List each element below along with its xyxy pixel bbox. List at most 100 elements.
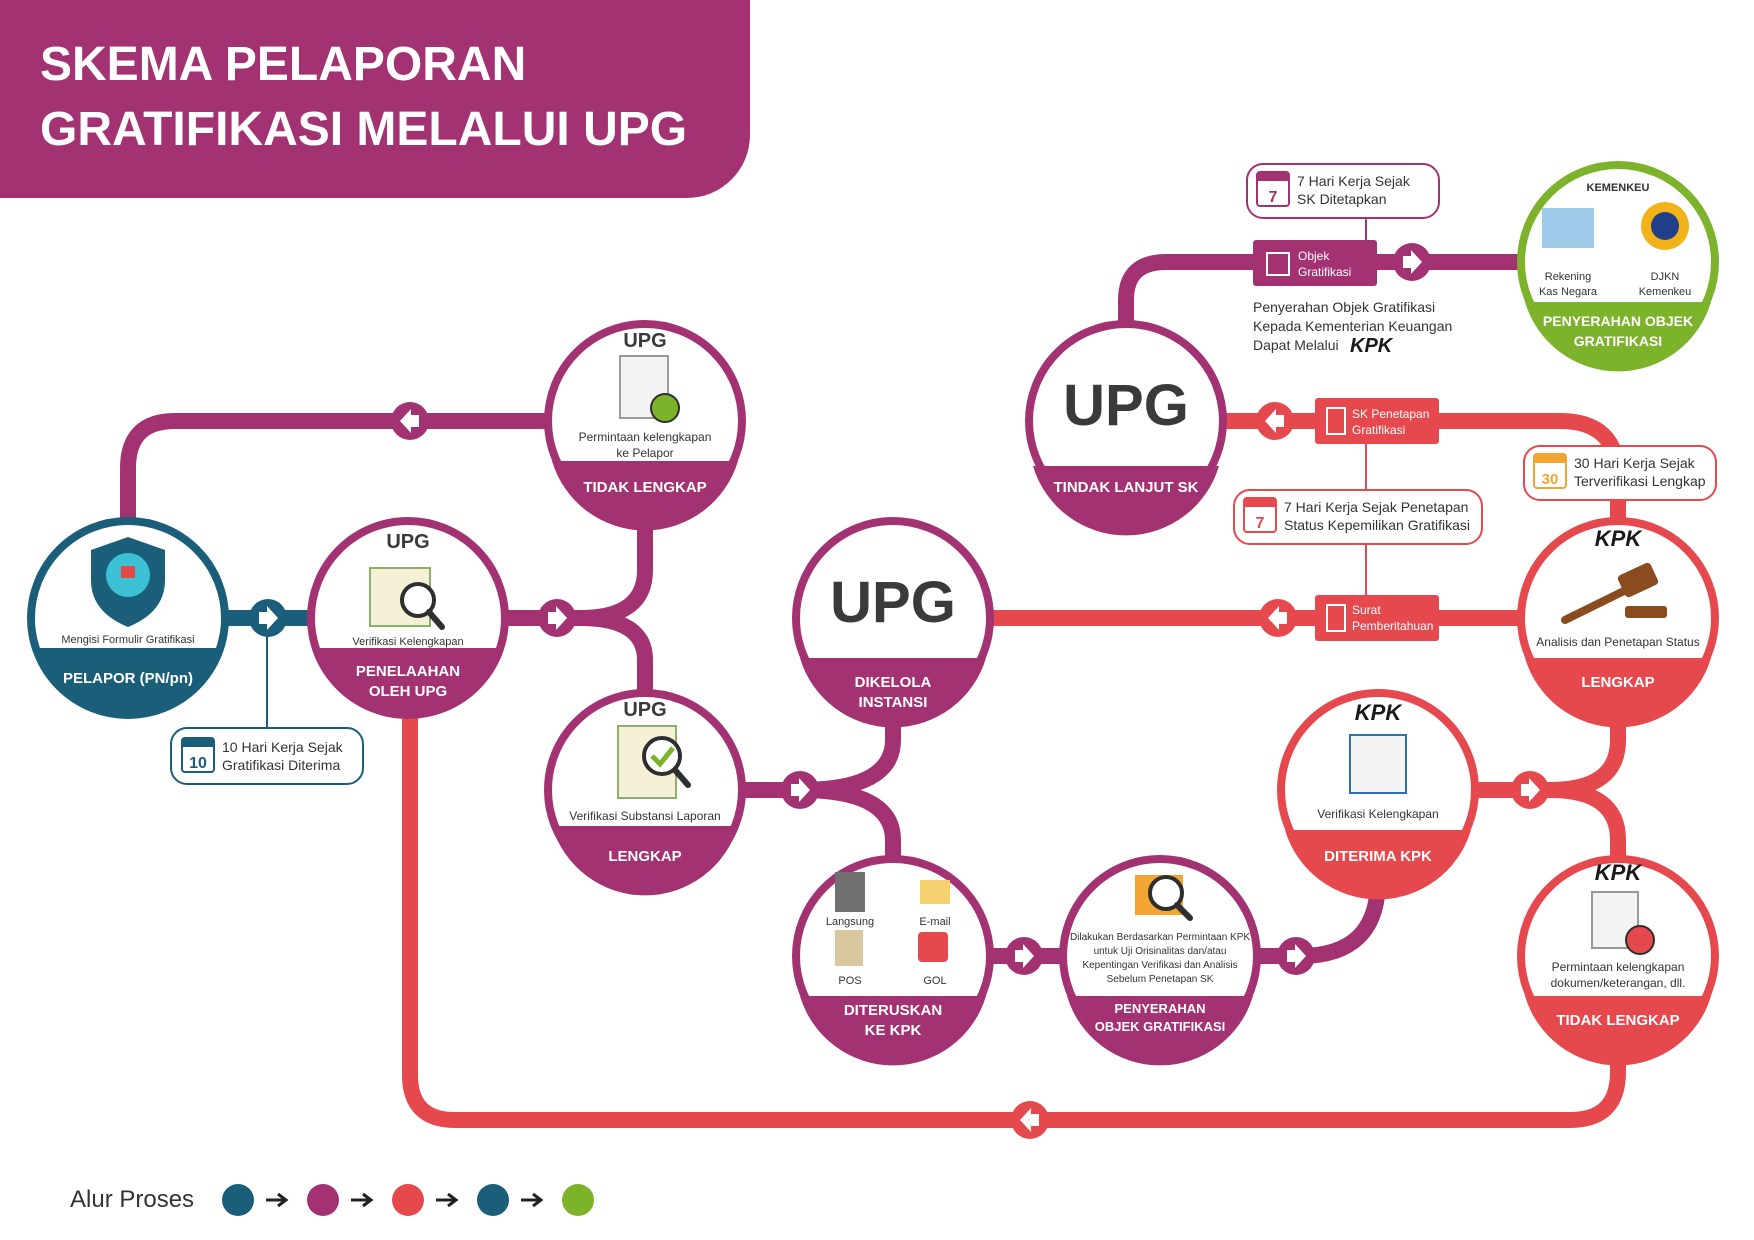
legend-dot-teal	[222, 1184, 254, 1216]
kpk-logo: KPK	[1350, 335, 1394, 357]
calendar-number: 10	[189, 755, 207, 772]
kemenkeu-left-label2: Kas Negara	[1539, 286, 1598, 298]
arrow-right-icon	[548, 606, 567, 630]
node-tindak-lanjut: UPG TINDAK LANJUT SK	[1025, 320, 1227, 536]
calendar-number: 7	[1269, 189, 1278, 206]
header-title-line2: GRATIFIKASI MELALUI UPG	[40, 103, 687, 156]
callout-thirty-line1: 30 Hari Kerja Sejak	[1574, 455, 1696, 471]
arrow-left-icon	[1268, 606, 1287, 630]
gol-app-icon	[918, 932, 948, 962]
document-scan-icon	[1349, 734, 1407, 794]
building-icon	[835, 872, 865, 912]
node-diterima-kpk: KPK Verifikasi Kelengkapan DITERIMA KPK	[1277, 689, 1479, 900]
node-tidak-lengkap-kpk: KPK Permintaan kelengkapan dokumen/keter…	[1517, 855, 1719, 1066]
node-tindak-lanjut-title: TINDAK LANJUT SK	[1054, 479, 1199, 496]
note-line2: Kepada Kementerian Keuangan	[1253, 318, 1452, 334]
email-icon	[920, 880, 950, 904]
legend-arrow-icon	[351, 1192, 374, 1208]
node-lengkap-kpk-title: LENGKAP	[1581, 674, 1654, 691]
node-pelapor-desc: Mengisi Formulir Gratifikasi	[61, 634, 194, 646]
legend-dot-purple	[307, 1184, 339, 1216]
upg-logo: UPG	[623, 330, 666, 352]
callout-ten-line2: Gratifikasi Diterima	[222, 757, 340, 773]
gift-icon	[1266, 252, 1290, 276]
tag-surat-line2: Pemberitahuan	[1352, 619, 1433, 633]
callout-ten-days: 10 10 Hari Kerja Sejak Gratifikasi Diter…	[170, 727, 364, 785]
callout-seven-status-line1: 7 Hari Kerja Sejak Penetapan	[1284, 499, 1468, 515]
node-dikelola-title1: DIKELOLA	[855, 674, 932, 691]
callout-seven-sk: 7 7 Hari Kerja Sejak SK Ditetapkan	[1246, 163, 1440, 219]
node-penyerahan-title1: PENYERAHAN	[1114, 1001, 1205, 1016]
node-tidak-upg-title: TIDAK LENGKAP	[583, 479, 706, 496]
channel-email: E-mail	[919, 916, 950, 928]
channel-pos: POS	[838, 975, 861, 987]
node-penelaahan-title1: PENELAAHAN	[356, 663, 460, 680]
channel-gol: GOL	[923, 975, 946, 987]
node-diterima-desc: Verifikasi Kelengkapan	[1317, 807, 1438, 821]
connector-tindak-lanjut-kemenkeu	[1118, 254, 1543, 328]
callout-seven-status-line2: Status Kepemilikan Gratifikasi	[1284, 517, 1470, 533]
arrow-right-icon	[1287, 944, 1306, 968]
node-penyerahan-desc3: Kepentingan Verifikasi dan Analisis	[1082, 960, 1237, 971]
legend-label: Alur Proses	[70, 1186, 194, 1213]
legend-dot-red	[392, 1184, 424, 1216]
tag-objek-line1: Objek	[1298, 249, 1330, 263]
header-title-line1: SKEMA PELAPORAN	[40, 38, 526, 91]
kpk-logo: KPK	[1595, 860, 1644, 885]
node-diteruskan-title1: DITERUSKAN	[844, 1002, 942, 1019]
legend-dot-teal	[477, 1184, 509, 1216]
tag-surat-line1: Surat	[1352, 603, 1381, 617]
arrow-left-icon	[400, 409, 419, 433]
kpk-logo: KPK	[1595, 526, 1644, 551]
kemenkeu-right-label2: Kemenkeu	[1639, 286, 1692, 298]
callout-seven-status: 7 7 Hari Kerja Sejak Penetapan Status Ke…	[1233, 489, 1483, 545]
kemenkeu-left-label1: Rekening	[1545, 271, 1591, 283]
connector-tidak-lengkap-return	[120, 413, 556, 528]
connector-to-lengkap	[572, 610, 653, 698]
kemenkeu-right-label1: DJKN	[1651, 271, 1680, 283]
legend-arrow-icon	[436, 1192, 459, 1208]
bank-building-icon	[1542, 208, 1594, 248]
arrow-left-icon	[1265, 409, 1284, 433]
kemenkeu-title1: PENYERAHAN OBJEK	[1543, 313, 1693, 329]
tag-sk-line1: SK Penetapan	[1352, 407, 1429, 421]
node-tidak-lengkap-upg: UPG Permintaan kelengkapan ke Pelapor TI…	[544, 320, 746, 531]
connector-diterima-lengkap	[1467, 707, 1626, 798]
arrow-right-icon	[1403, 250, 1422, 274]
tag-objek-line2: Gratifikasi	[1298, 265, 1351, 279]
arrow-right-icon	[1015, 944, 1034, 968]
node-penyerahan-upg: Dilakukan Berdasarkan Permintaan KPK unt…	[1059, 855, 1261, 1066]
node-tidak-upg-desc2: ke Pelapor	[616, 446, 673, 460]
tag-sk-line2: Gratifikasi	[1352, 423, 1405, 437]
node-penelaahan-title2: OLEH UPG	[369, 683, 447, 700]
node-kemenkeu: KEMENKEU Rekening Kas Negara DJKN Kemenk…	[1517, 161, 1719, 372]
node-penyerahan-desc4: Sebelum Penetapan SK	[1107, 974, 1214, 985]
node-dikelola-title2: INSTANSI	[859, 694, 928, 711]
legend-arrow-icon	[266, 1192, 289, 1208]
penyerahan-note: Penyerahan Objek Gratifikasi Kepada Keme…	[1253, 299, 1452, 357]
flow-arrows	[249, 243, 1549, 1139]
document-icon	[1326, 407, 1346, 435]
callout-thirty-line2: Terverifikasi Lengkap	[1574, 473, 1706, 489]
note-line1: Penyerahan Objek Gratifikasi	[1253, 299, 1435, 315]
node-penyerahan-title2: OBJEK GRATIFIKASI	[1095, 1019, 1226, 1034]
callout-ten-line1: 10 Hari Kerja Sejak	[222, 739, 344, 755]
arrow-right-icon	[1521, 778, 1540, 802]
legend-arrow-icon	[521, 1192, 544, 1208]
node-lengkap-upg-title: LENGKAP	[608, 848, 681, 865]
lock-icon	[121, 566, 135, 578]
calendar-number: 30	[1542, 471, 1559, 488]
kpk-logo: KPK	[1355, 700, 1404, 725]
upg-logo: UPG	[386, 531, 429, 553]
node-tidak-kpk-title: TIDAK LENGKAP	[1556, 1012, 1679, 1029]
node-lengkap-upg-desc: Verifikasi Substansi Laporan	[569, 809, 720, 823]
connector-diterima-tidak-lengkap	[1542, 782, 1626, 873]
node-diteruskan-title2: KE KPK	[865, 1022, 922, 1039]
callout-thirty: 30 30 Hari Kerja Sejak Terverifikasi Len…	[1523, 445, 1717, 501]
arrow-right-icon	[791, 778, 810, 802]
node-diteruskan: Langsung E-mail POS GOL DITERUSKAN KE KP…	[792, 855, 994, 1066]
node-penelaahan-desc: Verifikasi Kelengkapan	[352, 636, 463, 648]
node-dikelola: UPG DIKELOLA INSTANSI	[792, 517, 994, 728]
node-lengkap-upg: UPG Verifikasi Substansi Laporan LENGKAP	[544, 689, 746, 896]
tag-sk-penetapan: SK Penetapan Gratifikasi	[1315, 398, 1439, 444]
